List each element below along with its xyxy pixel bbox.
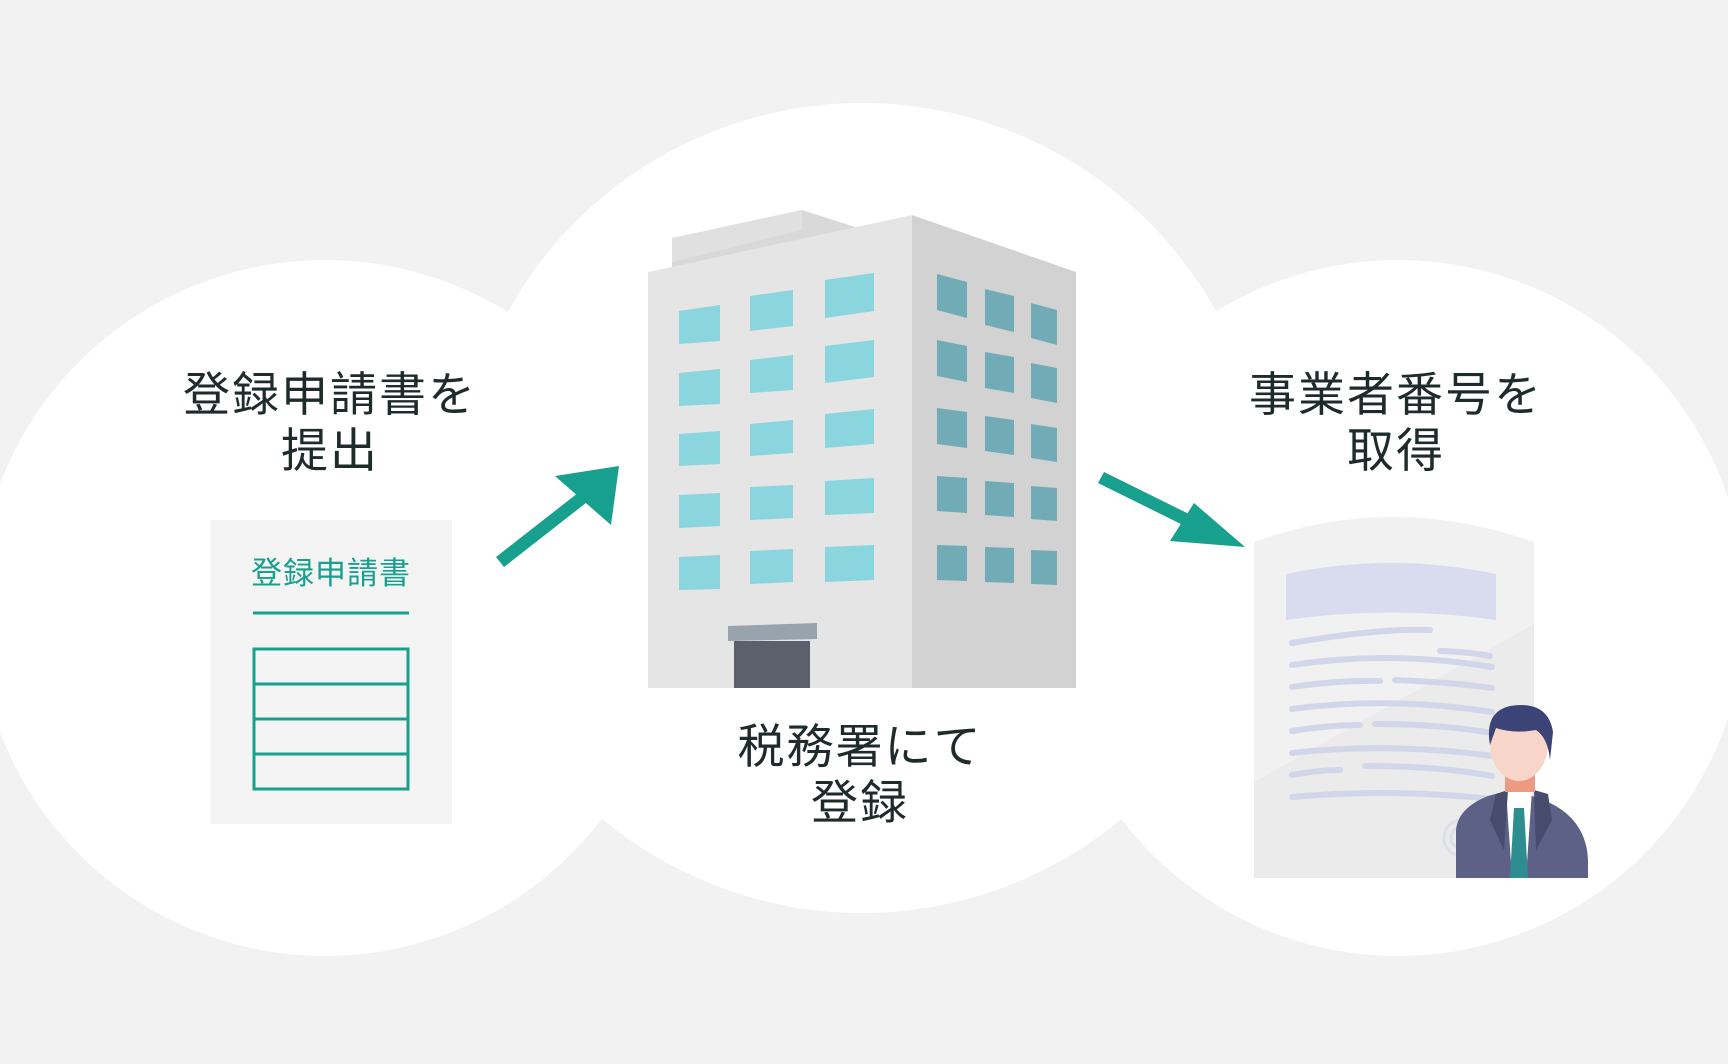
businessman-icon bbox=[1456, 705, 1588, 878]
certificate-document-icon bbox=[1254, 517, 1534, 878]
arrow-step2-to-step3 bbox=[1098, 472, 1245, 547]
step2-label-line1: 税務署にて bbox=[737, 720, 983, 775]
step1-label-line1: 登録申請書を bbox=[183, 368, 477, 423]
arrow-step1-to-step2 bbox=[496, 466, 619, 567]
step1-label: 登録申請書を 提出 bbox=[150, 368, 510, 480]
step2-label: 税務署にて 登録 bbox=[680, 720, 1040, 832]
application-form-icon bbox=[210, 520, 452, 824]
step3-label: 事業者番号を 取得 bbox=[1216, 368, 1576, 480]
step2-label-line2: 登録 bbox=[811, 776, 909, 831]
step3-label-line1: 事業者番号を bbox=[1249, 368, 1543, 423]
step1-label-line2: 提出 bbox=[281, 424, 379, 479]
tax-office-building-icon bbox=[648, 210, 1076, 688]
form-title: 登録申請書 bbox=[251, 556, 411, 592]
step3-label-line2: 取得 bbox=[1347, 424, 1445, 479]
